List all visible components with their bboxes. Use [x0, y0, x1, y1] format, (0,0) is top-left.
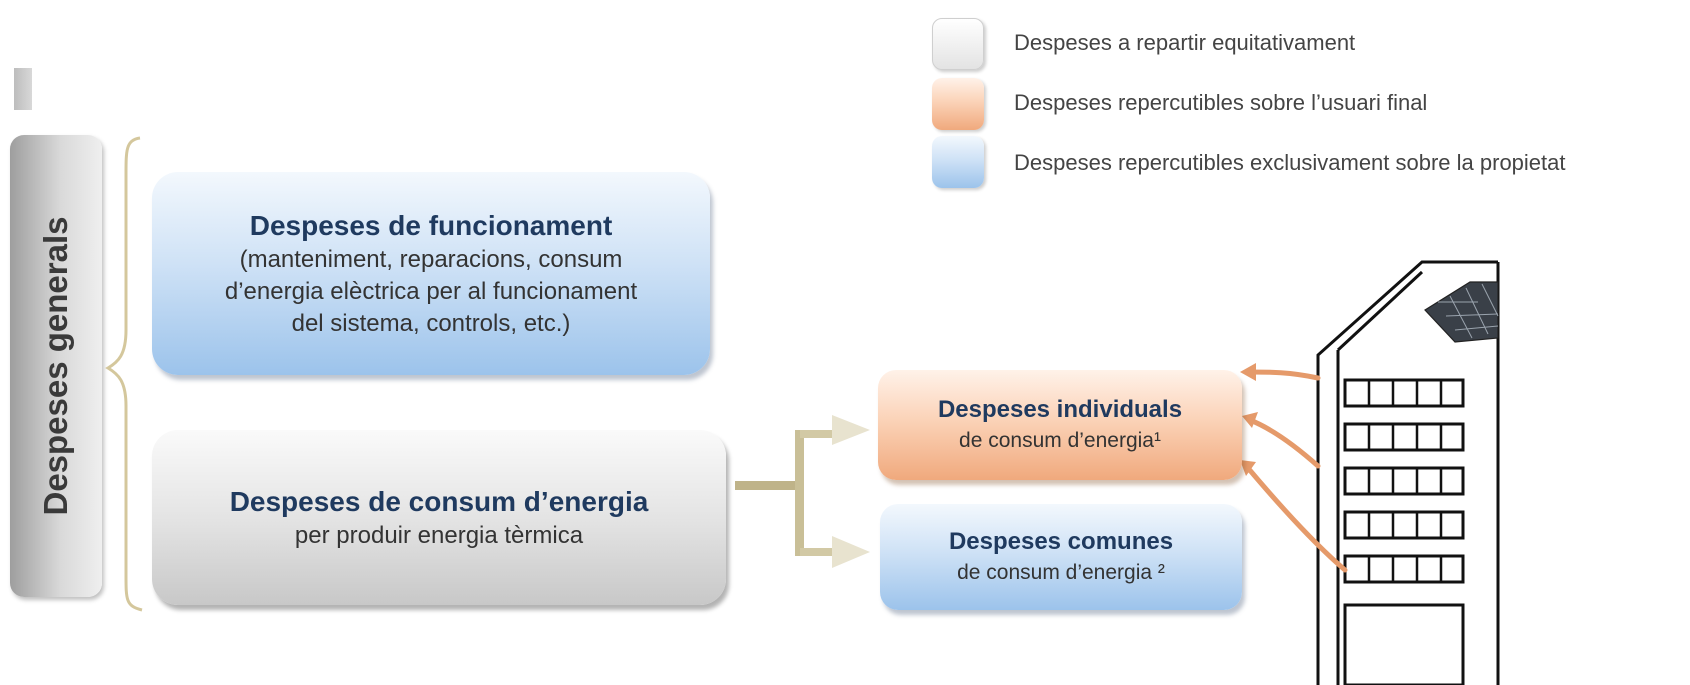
energy-consumption-subtitle: per produir energia tèrmica — [294, 521, 584, 549]
solar-panel-icon — [1424, 281, 1499, 343]
legend-swatch-property — [932, 136, 984, 188]
meter-arrows — [1245, 369, 1348, 573]
operating-expenses-line-3: del sistema, controls, etc.) — [291, 309, 571, 337]
energy-consumption-box: Despeses de consum d’energia per produir… — [152, 430, 726, 605]
general-expenses-label-box: Despeses generals — [10, 135, 102, 597]
common-expenses-subtitle: de consum d’energia ² — [957, 561, 1165, 584]
decorative-marker — [14, 68, 32, 110]
individual-expenses-box: Despeses individuals de consum d’energia… — [878, 370, 1242, 480]
operating-expenses-line-1: (manteniment, reparacions, consum — [239, 245, 623, 273]
brace-icon — [105, 136, 143, 612]
operating-expenses-line-2: d’energia elèctrica per al funcionament — [224, 277, 638, 305]
common-expenses-box: Despeses comunes de consum d’energia ² — [880, 504, 1242, 610]
arrow-heads — [1240, 363, 1258, 476]
legend-label-property: Despeses repercutibles exclusivament sob… — [1014, 150, 1566, 175]
operating-expenses-box: Despeses de funcionament (manteniment, r… — [152, 172, 710, 375]
individual-expenses-title: Despeses individuals — [937, 396, 1183, 423]
legend-swatch-user — [932, 78, 984, 130]
split-connector — [735, 415, 870, 568]
operating-expenses-title: Despeses de funcionament — [249, 209, 613, 241]
individual-expenses-subtitle: de consum d’energia¹ — [959, 429, 1161, 452]
legend-swatch-equal — [932, 18, 984, 70]
legend-label-equal: Despeses a repartir equitativament — [1014, 30, 1356, 55]
common-expenses-title: Despeses comunes — [948, 528, 1174, 555]
legend-label-user: Despeses repercutibles sobre l’usuari fi… — [1014, 90, 1428, 115]
energy-consumption-title: Despeses de consum d’energia — [229, 485, 649, 517]
